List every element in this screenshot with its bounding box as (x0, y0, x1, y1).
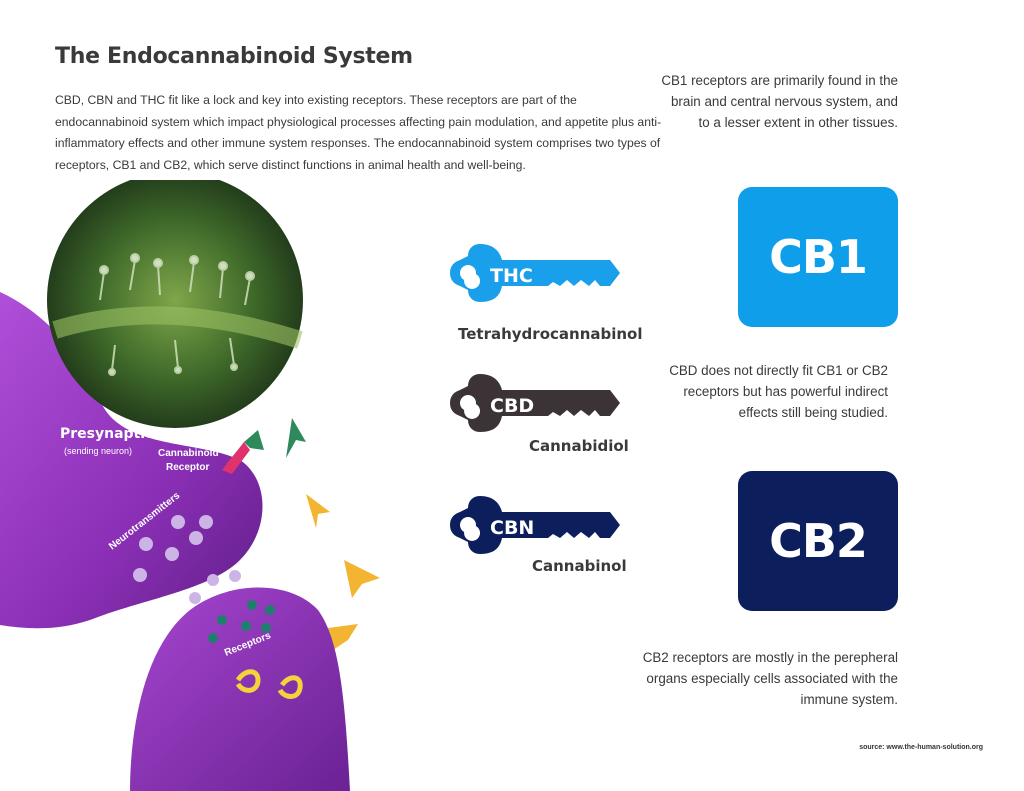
cbn-abbr: CBN (490, 517, 534, 539)
cannabinoid-receptor-shape (222, 442, 250, 474)
intro-paragraph: CBD, CBN and THC fit like a lock and key… (55, 93, 662, 172)
green-cannabinoid-1 (244, 430, 264, 450)
yellow-receptors (235, 669, 303, 699)
thc-key: THC (450, 244, 620, 302)
cb2-label: CB2 (769, 514, 868, 568)
cannabinoid-label: Cannabinoid (158, 448, 219, 459)
cb2-receptor-box: CB2 (738, 471, 898, 611)
trichome-photo (47, 180, 303, 428)
thc-name: Tetrahydrocannabinol (458, 325, 643, 343)
neurotransmitter-dots (133, 515, 241, 604)
green-cannabinoid-2 (286, 418, 306, 458)
cbn-name: Cannabinol (532, 557, 627, 575)
synapse-illustration: Presynaptic (sending neuron) Cannabinoid… (0, 180, 380, 791)
page-title: The Endocannabinoid System (55, 44, 413, 69)
cbd-key: CBD (450, 374, 620, 432)
cb1-label: CB1 (769, 230, 868, 284)
cbn-key: CBN (450, 496, 620, 554)
cb1-receptor-box: CB1 (738, 187, 898, 327)
cbd-note: CBD does not directly fit CB1 or CB2 rec… (669, 363, 888, 420)
cbd-abbr: CBD (490, 395, 534, 417)
cb1-description: CB1 receptors are primarily found in the… (661, 73, 898, 130)
cb2-description: CB2 receptors are mostly in the perepher… (642, 650, 898, 707)
thc-abbr: THC (490, 265, 533, 287)
sending-neuron-label: (sending neuron) (64, 446, 132, 456)
cbd-name: Cannabidiol (529, 437, 629, 455)
receptor-label: Receptor (166, 462, 209, 473)
source-credit: source: www.the-human-solution.org (859, 744, 983, 751)
receptor-dots (208, 600, 275, 643)
presynaptic-label: Presynaptic (60, 426, 153, 442)
keys-diagram: THC CBD CBN (450, 244, 620, 554)
